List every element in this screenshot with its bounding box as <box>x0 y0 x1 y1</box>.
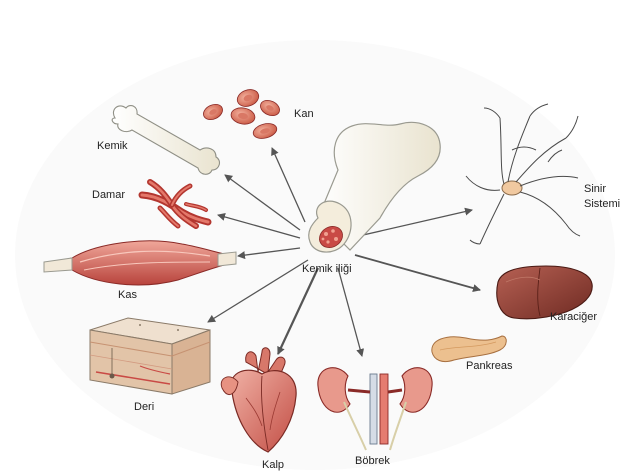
label-kan: Kan <box>294 108 314 120</box>
label-damar: Damar <box>92 189 125 201</box>
label-kemik-iligi: Kemik iliği <box>302 263 352 275</box>
label-kalp: Kalp <box>262 459 284 471</box>
label-sinir-line1: Sinir <box>584 183 606 195</box>
label-pankreas: Pankreas <box>466 360 513 372</box>
label-sinir-line2: Sistemi <box>584 198 620 210</box>
label-karaciger: Karaciğer <box>550 311 597 323</box>
label-deri: Deri <box>134 401 154 413</box>
label-bobrek: Böbrek <box>355 455 390 467</box>
skin-layers-icon <box>90 318 210 394</box>
label-kemik: Kemik <box>97 140 128 152</box>
label-kas: Kas <box>118 289 137 301</box>
